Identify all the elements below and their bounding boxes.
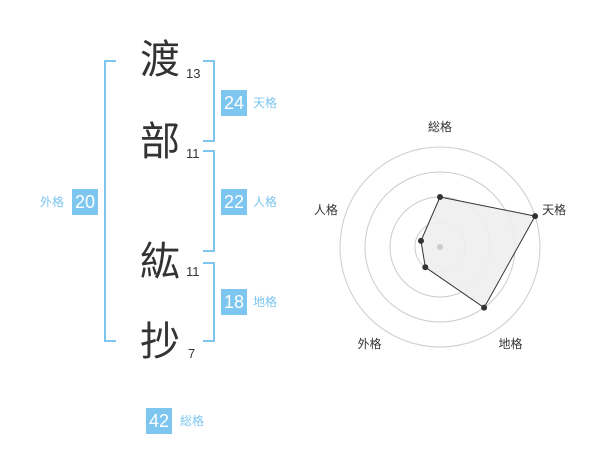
radar-point [481,304,488,311]
stroke-count-4: 7 [188,346,196,361]
radar-axis-label: 地格 [499,336,523,351]
radar-point [532,213,539,220]
radar-axis-label: 外格 [357,336,381,351]
tenkaku-bracket [203,60,215,142]
gaikaku-label: 外格 [40,195,65,209]
radar-point [417,237,424,244]
chikaku-label: 地格 [253,295,278,309]
chikaku-value: 18 [221,289,248,315]
jinkaku-label: 人格 [253,195,278,209]
tenkaku-label: 天格 [253,96,278,110]
name-char-1: 渡 [140,37,180,83]
radar-point [422,264,429,271]
name-char-2: 部 [140,119,180,165]
name-char-4: 抄 [140,319,180,365]
radar-points [417,194,539,311]
stroke-count-1: 13 [186,66,201,81]
stroke-count-2: 11 [186,146,200,161]
gaikaku-bracket [104,60,116,342]
tenkaku-value: 24 [221,90,248,116]
soukaku-value: 42 [146,408,173,434]
stroke-count-3: 11 [186,264,200,279]
jinkaku-value: 22 [221,189,248,215]
radar-center [437,244,443,250]
radar-axis-label: 天格 [542,202,566,217]
gaikaku-value: 20 [72,189,99,215]
radar-ring [339,146,541,348]
jinkaku-bracket [203,150,215,252]
radar-point [437,194,443,200]
radar-axis-label: 総格 [428,119,452,134]
name-char-3: 紘 [140,239,180,285]
radar-axis-label: 人格 [314,202,338,217]
soukaku-label: 総格 [180,414,205,428]
chikaku-bracket [203,262,215,342]
radar-polygon [420,196,536,309]
